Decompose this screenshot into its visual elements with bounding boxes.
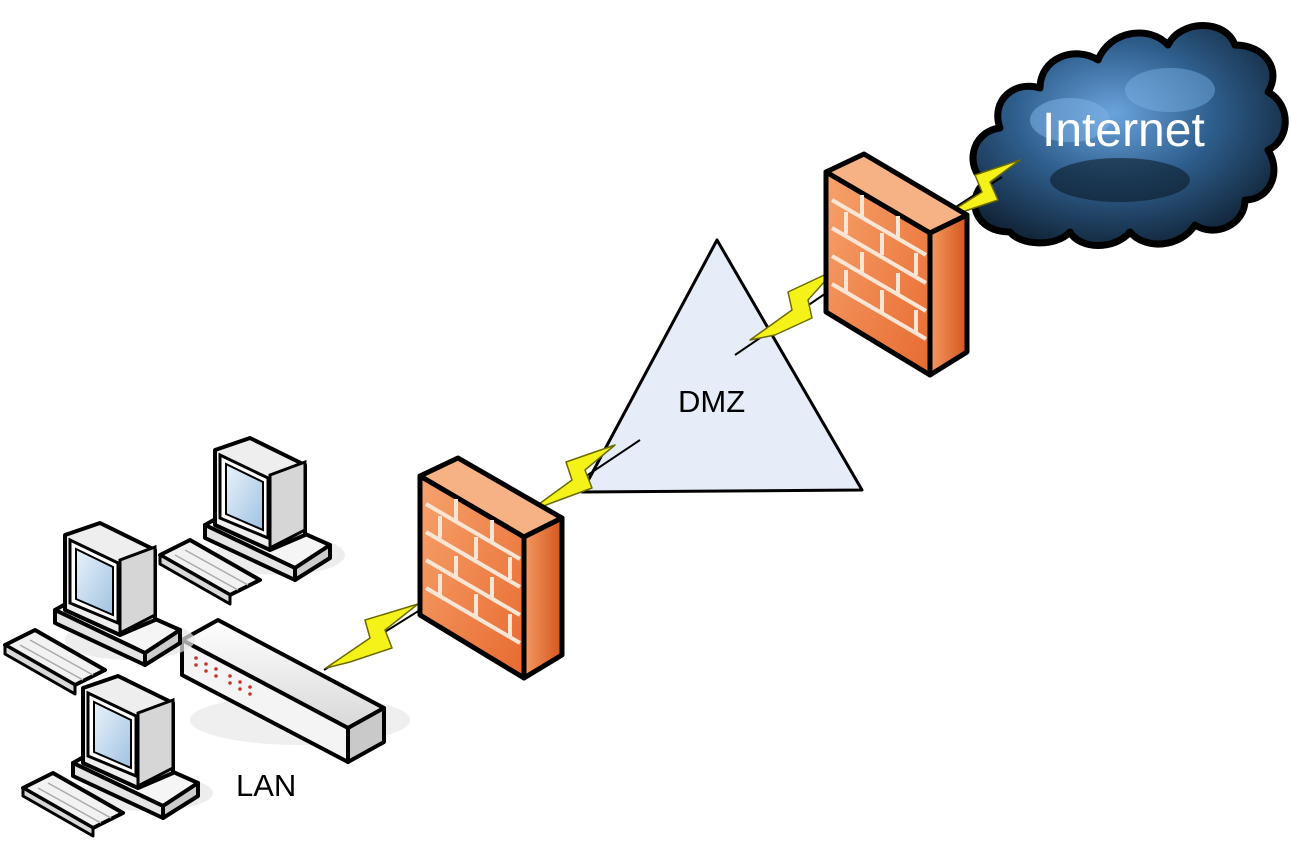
keyboard-2-icon (3, 628, 107, 696)
firewall-outer-icon (823, 151, 970, 378)
keyboard-3-icon (21, 771, 125, 838)
dmz-triangle-icon (580, 238, 864, 494)
lan-label: LAN (236, 768, 297, 803)
network-switch-icon (180, 618, 410, 764)
internet-label: Internet (1042, 104, 1205, 157)
link-bolt-firewall-lan-icon (323, 599, 437, 671)
firewall-inner-icon (417, 455, 565, 681)
computer-1-icon (158, 436, 345, 606)
dmz-label: DMZ (678, 384, 746, 419)
internet-cloud-icon (969, 22, 1289, 249)
computer-3-icon (21, 674, 213, 838)
keyboard-1-icon (158, 538, 262, 606)
computer-2-icon (3, 521, 195, 696)
